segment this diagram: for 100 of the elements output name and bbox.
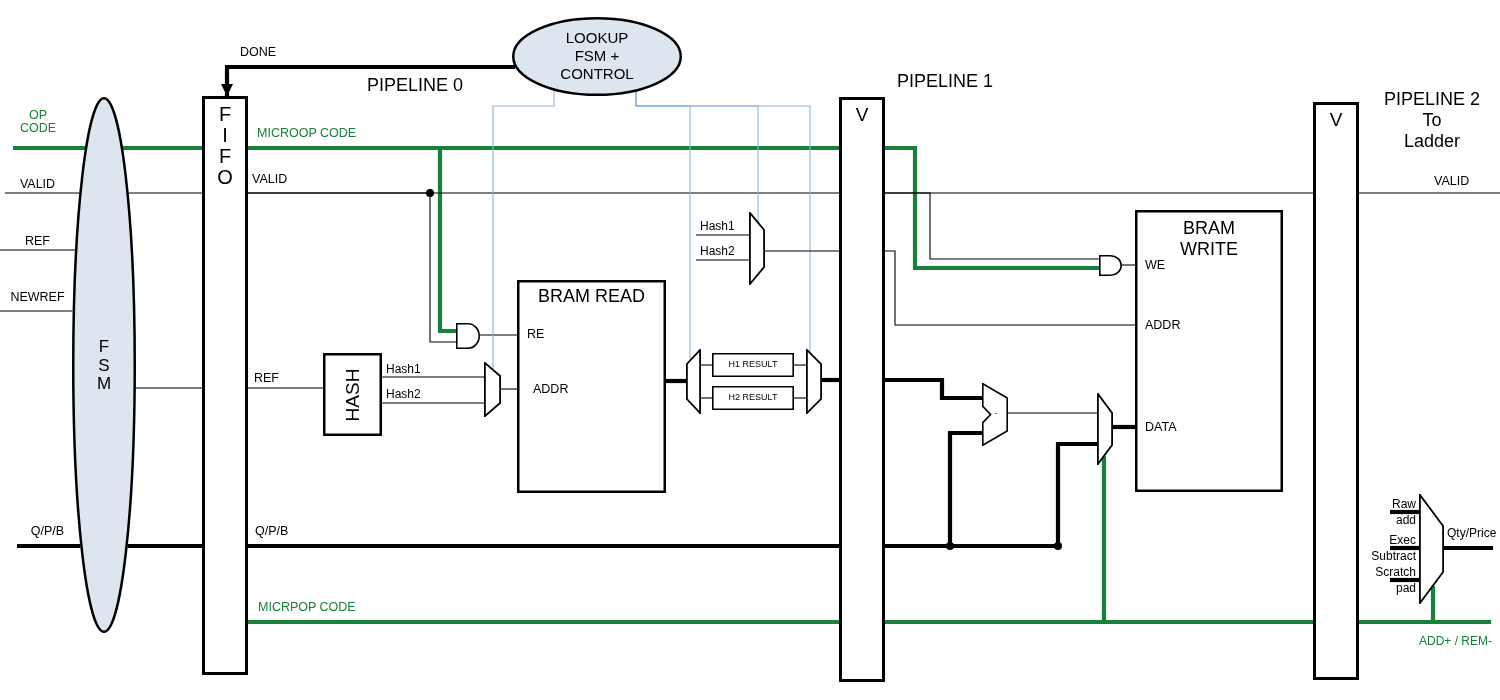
signal-wire: [1359, 619, 1433, 625]
multiplexer-symbol: [749, 212, 765, 285]
signal-label: OP CODE: [18, 109, 58, 135]
signal-wire: [884, 250, 1136, 326]
and-gate-symbol: [456, 323, 480, 349]
signal-wire: [1390, 577, 1419, 583]
pipeline-label: PIPELINE 2: [1382, 89, 1481, 110]
multiplexer-symbol: [484, 362, 501, 417]
block-title: HASH: [341, 368, 364, 421]
port-label: ADDR: [533, 382, 569, 396]
signal-wire: [381, 376, 485, 378]
signal-wire: [793, 397, 807, 399]
pipeline-register: [839, 97, 885, 682]
signal-wire: [4, 192, 80, 194]
operator-label: -: [993, 408, 999, 419]
multiplexer-symbol: [1097, 393, 1113, 465]
signal-label: MICROOP CODE: [257, 126, 357, 140]
signal-wire: [122, 145, 202, 151]
subtractor-symbol: [982, 383, 1008, 446]
signal-wire: [1390, 545, 1419, 551]
signal-wire: [248, 619, 839, 625]
port-label: DATA: [1145, 420, 1177, 434]
signal-wire: [381, 402, 485, 404]
signal-label: Q/P/B: [255, 524, 289, 538]
signal-wire: [700, 364, 713, 366]
block-title: BRAM READ: [537, 286, 646, 307]
block-title: LOOKUP FSM + CONTROL: [559, 29, 635, 83]
block-title: F I F O: [216, 104, 234, 188]
signal-wire: [764, 250, 840, 252]
result-register: [712, 386, 794, 410]
signal-wire: [885, 145, 1099, 271]
signal-wire: [1121, 264, 1136, 266]
signal-label: Q/P/B: [29, 524, 66, 538]
pipeline-label: PIPELINE 1: [897, 71, 994, 92]
signal-wire: [479, 334, 518, 336]
port-label: RE: [527, 327, 545, 341]
signal-wire: [13, 145, 86, 151]
signal-wire: [1430, 586, 1436, 622]
hash-block: [323, 353, 382, 436]
signal-label: ADD+ / REM-: [1419, 634, 1492, 648]
signal-label: MICRPOP CODE: [258, 600, 356, 614]
and-gate-symbol: [1099, 255, 1122, 276]
signal-label: VALID: [252, 172, 288, 186]
signal-wire: [700, 397, 713, 399]
signal-label: REF: [254, 371, 279, 385]
signal-label: Raw add: [1391, 496, 1416, 528]
arrow: [221, 64, 516, 96]
signal-wire: [885, 377, 982, 401]
signal-wire: [500, 388, 518, 390]
signal-label: NEWREF: [9, 290, 66, 304]
bram-write-block: [1135, 210, 1283, 492]
signal-label: REF: [24, 234, 51, 248]
signal-wire: [666, 378, 686, 384]
signal-wire: [247, 192, 457, 343]
control-ellipse: [512, 17, 682, 96]
block-title: BRAM WRITE: [1179, 218, 1239, 260]
signal-label: Hash1: [700, 219, 735, 233]
signal-wire: [1390, 509, 1419, 515]
signal-wire: [0, 249, 76, 251]
signal-wire: [695, 234, 750, 236]
signal-label: Scratch pad: [1374, 564, 1416, 596]
signal-label: Hash1: [386, 362, 421, 376]
block-title: H1 RESULT: [727, 359, 779, 370]
signal-wire: [1433, 619, 1491, 625]
signal-wire: [0, 310, 74, 312]
signal-wire: [1358, 192, 1500, 194]
signal-wire: [1113, 424, 1135, 430]
signal-label: Qty/Price: [1447, 526, 1497, 540]
multiplexer-symbol: [806, 349, 822, 414]
signal-wire: [885, 456, 1107, 625]
result-register: [712, 353, 794, 377]
signal-wire: [492, 90, 555, 370]
signal-wire: [1007, 412, 1098, 414]
signal-label: DONE: [240, 45, 277, 59]
block-title: V: [1328, 109, 1344, 131]
pipeline-label: PIPELINE 0: [367, 75, 464, 96]
signal-wire: [135, 387, 203, 389]
pipeline-register: [1313, 102, 1359, 680]
signal-wire: [1444, 545, 1493, 551]
fsm-ellipse: [72, 97, 136, 633]
signal-label: Hash2: [386, 387, 421, 401]
signal-wire: [793, 364, 807, 366]
fifo-register: [202, 96, 248, 675]
signal-label: VALID: [1434, 174, 1470, 188]
signal-wire: [248, 145, 456, 334]
signal-wire: [127, 543, 202, 549]
signal-wire: [635, 91, 811, 354]
port-label: WE: [1145, 258, 1166, 272]
port-label: ADDR: [1145, 318, 1181, 332]
block-title: F S M: [95, 338, 113, 394]
signal-wire: [247, 387, 324, 389]
signal-wire: [17, 543, 81, 549]
signal-wire: [248, 543, 839, 549]
block-title: H2 RESULT: [727, 392, 779, 403]
block-title: V: [854, 104, 870, 126]
signal-wire: [695, 259, 750, 261]
signal-wire: [884, 192, 1314, 194]
signal-wire: [128, 192, 203, 194]
annotation-label: To Ladder: [1402, 110, 1462, 152]
signal-wire: [885, 441, 1097, 549]
